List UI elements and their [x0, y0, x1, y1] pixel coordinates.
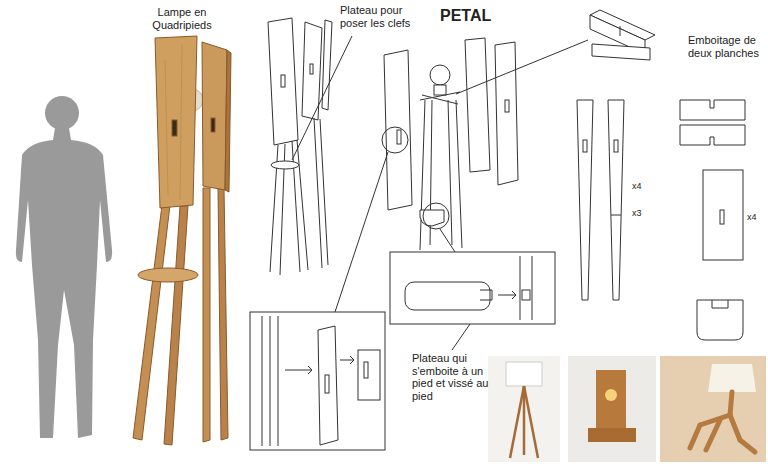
coloured-lamp [133, 36, 231, 445]
callout-note: Emboitage de deux planches [688, 34, 764, 59]
quantity-mark: x4 [747, 212, 765, 222]
product-photos [488, 356, 766, 462]
sheet-title: PETAL [440, 7, 491, 25]
callout-note: Plateau pour poser les clefs [340, 4, 414, 29]
callout-note: Plateau qui s'emboite à un pied et vissé… [412, 352, 504, 403]
part-name: Lampe en Quadripieds [140, 6, 224, 31]
quantity-mark: x4 [632, 181, 650, 191]
quantity-mark: x3 [632, 208, 650, 218]
human-silhouette [16, 96, 112, 438]
